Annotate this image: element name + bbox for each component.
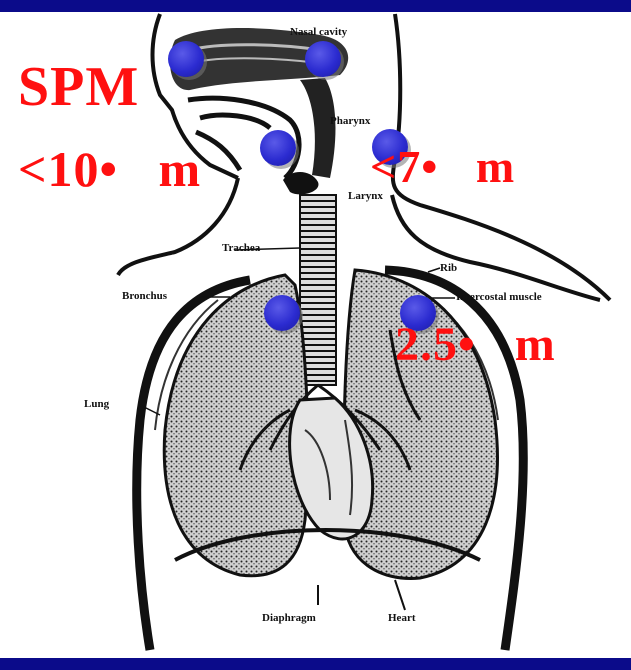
deposition-dot-nasal-right [305,41,341,77]
deposition-dot-nasal-left [168,41,204,77]
bottom-frame-bar [0,658,631,670]
label-pharynx: Pharynx [330,115,370,127]
label-heart: Heart [388,612,415,624]
label-intercostal-muscle: Intercostal muscle [456,291,542,303]
label-lung: Lung [84,398,109,410]
label-nasal-cavity: Nasal cavity [290,26,347,38]
label-trachea: Trachea [222,242,260,254]
annotation-under-7: <7• m [370,140,515,193]
annotation-2-5: 2.5• m [395,317,556,372]
annotation-spm: SPM [18,55,139,119]
deposition-dot-oral [260,130,296,166]
deposition-dot-bronchus [264,295,300,331]
label-rib: Rib [440,262,457,274]
label-bronchus: Bronchus [122,290,167,302]
annotation-under-10: <10• m [18,140,201,198]
heart-pointer [395,580,405,610]
label-diaphragm: Diaphragm [262,612,316,624]
